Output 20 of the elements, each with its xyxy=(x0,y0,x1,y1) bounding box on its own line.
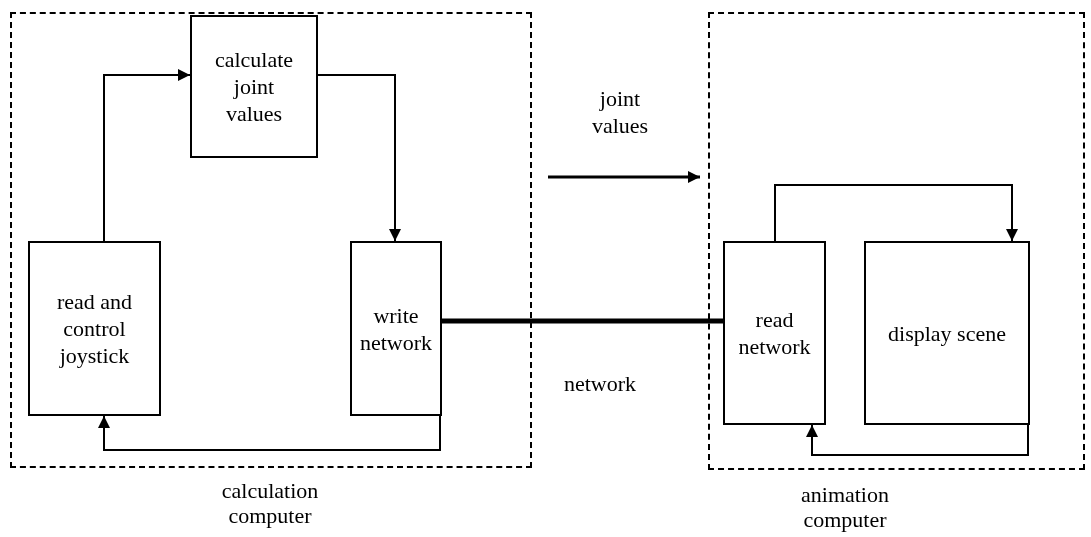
arrow xyxy=(103,69,191,242)
box-label: read and control joystick xyxy=(55,288,134,369)
group-label: calculation computer xyxy=(220,478,320,528)
process-box xyxy=(864,241,1030,425)
network-cable xyxy=(442,318,723,324)
process-box xyxy=(350,241,442,416)
arrow xyxy=(774,184,1018,242)
dashed-group-boundary xyxy=(708,12,1085,470)
box-label: display scene xyxy=(887,319,1007,347)
arrow xyxy=(806,424,1029,456)
process-box xyxy=(723,241,826,425)
group-label: animation computer xyxy=(800,482,890,532)
box-label: write network xyxy=(358,301,434,356)
box-label: read network xyxy=(737,306,812,360)
box-label: calculate joint values xyxy=(213,46,295,127)
arrow xyxy=(317,74,401,242)
dashed-group-boundary xyxy=(10,12,532,468)
process-box xyxy=(190,15,318,158)
process-box xyxy=(28,241,161,416)
arrow xyxy=(98,415,441,451)
